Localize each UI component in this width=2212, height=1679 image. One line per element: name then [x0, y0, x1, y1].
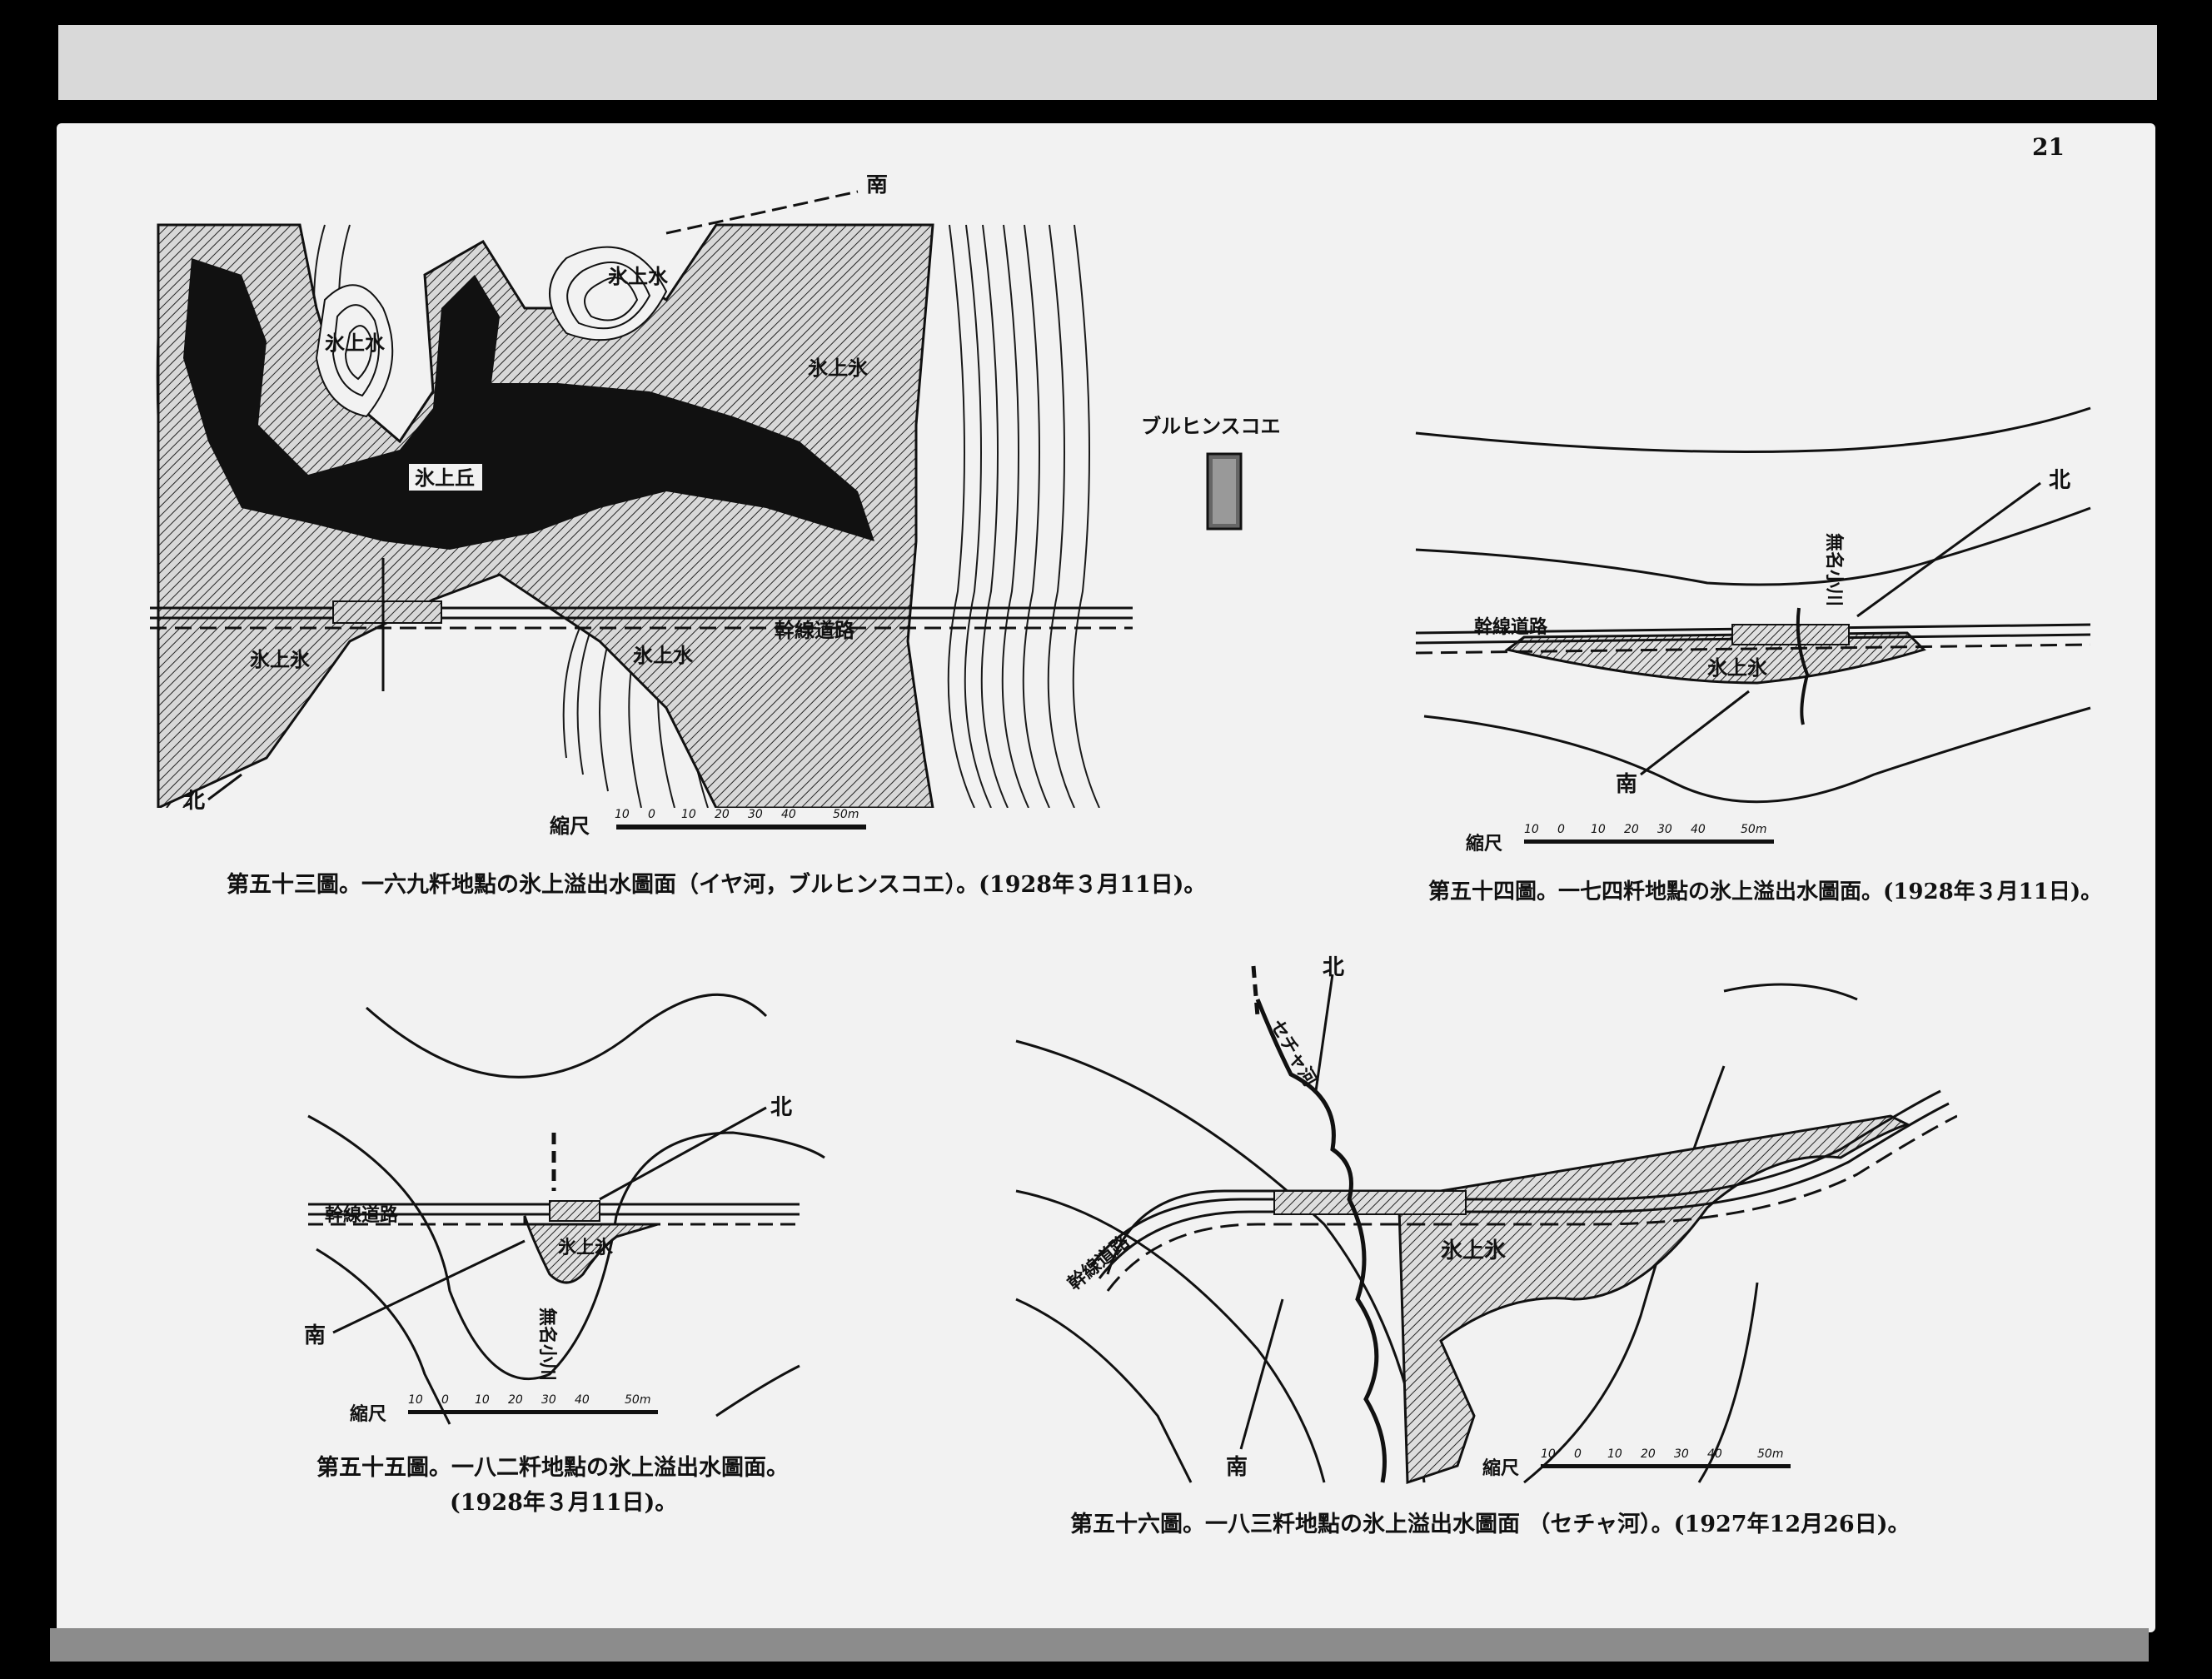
svg-text:10: 10	[1591, 823, 1606, 836]
svg-text:縮尺: 縮尺	[350, 1403, 386, 1425]
figure-54-caption: 第五十四圖。一七四粁地點の氷上溢出水圖面。(1928年３月11日)。	[1428, 879, 2103, 904]
svg-text:50m: 50m	[1741, 823, 1766, 836]
svg-text:40: 40	[781, 808, 796, 821]
label-north: 北	[183, 789, 205, 814]
figure-56-caption: 第五十六圖。一八三粁地點の氷上溢出水圖面 （セチャ河）。(1927年12月26日…	[1070, 1512, 1911, 1537]
svg-text:40: 40	[1707, 1447, 1722, 1461]
label-hyojohyo-a: 氷上氷	[808, 356, 869, 380]
svg-text:10: 10	[475, 1393, 490, 1407]
svg-text:40: 40	[1691, 823, 1706, 836]
figure-55-map: 北 南 幹線道路 氷上氷 無名小川	[304, 993, 825, 1425]
svg-text:10: 10	[615, 808, 630, 821]
svg-text:50m: 50m	[833, 808, 859, 821]
figure-55-caption-line2: (1928年３月11日)。	[450, 1490, 678, 1516]
label-stream: 無名小川	[1823, 533, 1845, 606]
bottom-edge-band	[50, 1628, 2149, 1662]
label-ice: 氷上氷	[558, 1238, 614, 1258]
label-north: 北	[2049, 468, 2070, 493]
top-edge-band	[58, 25, 2157, 100]
figure-54-map: 北 南 幹線道路 氷上氷 無名小川	[1415, 406, 2091, 804]
svg-text:10: 10	[681, 808, 696, 821]
svg-text:30: 30	[1674, 1447, 1689, 1461]
svg-text:0: 0	[441, 1393, 449, 1407]
scale-label: 縮尺	[550, 815, 590, 838]
label-north: 北	[1323, 955, 1344, 980]
label-ice: 氷上氷	[1441, 1238, 1507, 1263]
label-south: 南	[1616, 772, 1637, 797]
svg-text:10: 10	[1607, 1447, 1622, 1461]
figure-53-caption: 第五十三圖。一六九粁地點の氷上溢出水圖面（イヤ河，ブルヒンスコエ）。(1928年…	[227, 872, 1207, 898]
svg-text:10: 10	[1524, 823, 1539, 836]
svg-text:20: 20	[715, 808, 730, 821]
figure-56-scale-bar: 縮尺 10 0 10 20 30 40 50m	[1482, 1447, 1791, 1479]
label-hyojosui-b: 氷上水	[325, 331, 386, 355]
svg-text:20: 20	[1624, 823, 1639, 836]
label-hyojokyu: 氷上丘	[415, 466, 475, 490]
figure-55-caption-line1: 第五十五圖。一八二粁地點の氷上溢出水圖面。	[316, 1455, 789, 1481]
figure-53-map: 氷上水 氷上水 氷上氷 氷上丘 氷上氷 氷上水 幹線道路 北 南	[150, 175, 1133, 814]
label-south: 南	[304, 1323, 326, 1348]
label-road: 幹線道路	[1474, 616, 1548, 638]
label-road: 幹線道路	[1064, 1230, 1134, 1294]
figure-53-scale-bar: 縮尺 10 0 10 20 30 40 50m	[550, 808, 866, 838]
label-road: 幹線道路	[775, 619, 855, 642]
svg-text:30: 30	[1657, 823, 1672, 836]
label-road: 幹線道路	[325, 1204, 399, 1226]
legend: ブルヒンスコエ	[1141, 415, 1281, 531]
label-south: 南	[1226, 1455, 1248, 1480]
document-page	[57, 123, 2155, 1632]
label-hyojosui-c: 氷上水	[633, 644, 694, 667]
svg-text:50m: 50m	[625, 1393, 650, 1407]
svg-text:40: 40	[575, 1393, 590, 1407]
page-number: 21	[2032, 133, 2065, 161]
svg-text:0: 0	[1574, 1447, 1582, 1461]
svg-text:0: 0	[648, 808, 655, 821]
svg-text:30: 30	[541, 1393, 556, 1407]
figure-55-scale-bar: 縮尺 10 0 10 20 30 40 50m	[350, 1393, 658, 1425]
legend-label: ブルヒンスコエ	[1141, 415, 1281, 438]
svg-text:0: 0	[1557, 823, 1565, 836]
svg-text:30: 30	[748, 808, 763, 821]
figure-54-scale-bar: 縮尺 10 0 10 20 30 40 50m	[1466, 823, 1774, 854]
label-hyojohyo-b: 氷上氷	[250, 648, 311, 671]
svg-text:20: 20	[508, 1393, 523, 1407]
svg-text:縮尺: 縮尺	[1466, 833, 1502, 854]
label-hyojosui-a: 氷上水	[608, 265, 669, 288]
svg-text:50m: 50m	[1757, 1447, 1783, 1461]
svg-text:10: 10	[1541, 1447, 1556, 1461]
label-south: 南	[866, 175, 888, 197]
label-river: セチャ河	[1266, 1017, 1321, 1091]
label-stream: 無名小川	[536, 1308, 558, 1381]
label-north: 北	[770, 1095, 792, 1120]
svg-text:縮尺: 縮尺	[1482, 1457, 1519, 1479]
svg-text:10: 10	[408, 1393, 423, 1407]
svg-text:20: 20	[1641, 1447, 1656, 1461]
figure-56-map: 北 南 幹線道路 氷上氷 セチャ河	[1015, 955, 1957, 1485]
label-ice: 氷上氷	[1707, 656, 1768, 680]
